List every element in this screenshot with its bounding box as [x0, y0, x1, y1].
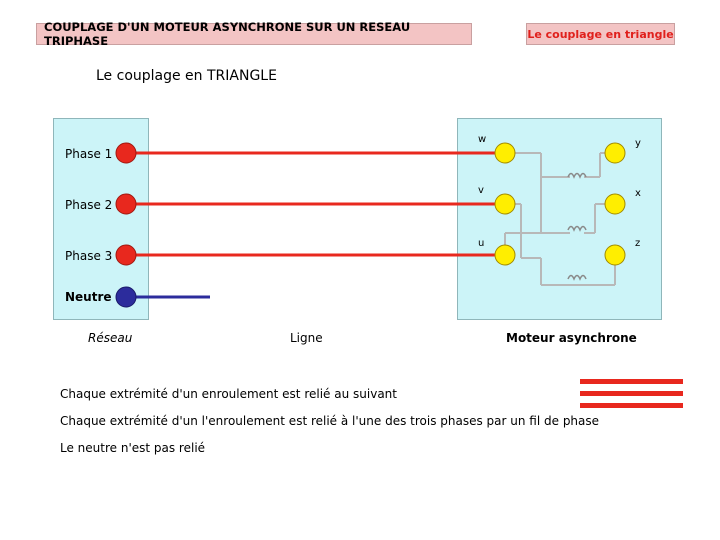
- coil-icon: [567, 172, 587, 281]
- terminal-w: [494, 142, 516, 164]
- terminal-x: [604, 193, 626, 215]
- terminal-y-label: y: [635, 138, 641, 149]
- neutral-label: Neutre: [65, 290, 112, 304]
- note-1: Chaque extrémité d'un enroulement est re…: [60, 387, 397, 401]
- note-2: Chaque extrémité d'un l'enroulement est …: [60, 414, 600, 428]
- network-caption: Réseau: [88, 331, 133, 345]
- terminal-w-label: w: [478, 134, 487, 145]
- terminal-x-label: x: [635, 188, 641, 199]
- terminal-u: [494, 244, 516, 266]
- phase-1-terminal: [115, 142, 137, 164]
- phase-2-terminal: [115, 193, 137, 215]
- terminal-y: [604, 142, 626, 164]
- diagram-subtitle: Le couplage en TRIANGLE: [96, 68, 277, 84]
- phase-3-label: Phase 3: [65, 249, 113, 263]
- phase-2-label: Phase 2: [65, 198, 113, 212]
- terminal-z: [604, 244, 626, 266]
- motor-caption: Moteur asynchrone: [506, 331, 637, 345]
- terminal-v-label: v: [478, 185, 484, 196]
- note-3: Le neutre n'est pas relié: [60, 441, 206, 455]
- mode-label: Le couplage en triangle: [526, 23, 675, 45]
- page-title: COUPLAGE D'UN MOTEUR ASYNCHRONE SUR UN R…: [36, 20, 472, 48]
- winding-connections: [504, 152, 616, 286]
- red-stripes-decoration: [580, 379, 683, 408]
- terminal-u-label: u: [478, 238, 485, 249]
- phase-1-label: Phase 1: [65, 147, 113, 161]
- neutral-terminal: [115, 286, 137, 308]
- terminal-v: [494, 193, 516, 215]
- line-caption: Ligne: [290, 331, 323, 345]
- terminal-z-label: z: [635, 238, 641, 249]
- phase-3-terminal: [115, 244, 137, 266]
